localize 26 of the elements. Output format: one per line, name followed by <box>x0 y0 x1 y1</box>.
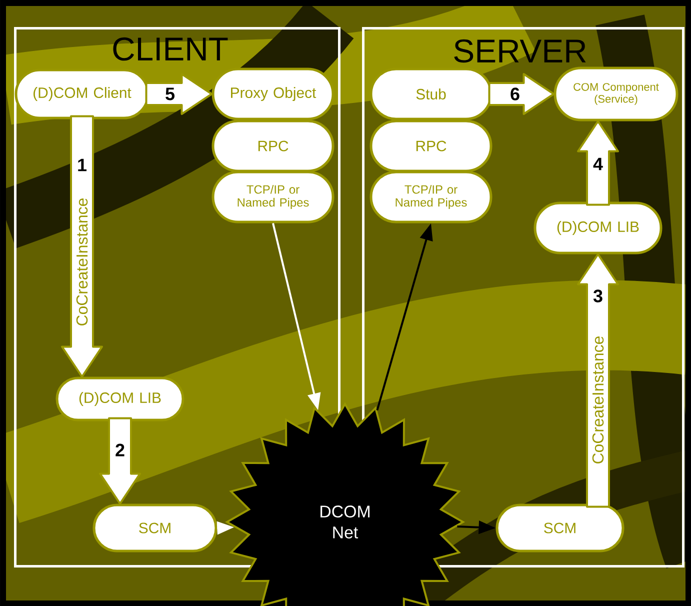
rounded-box: COM Component (Service) <box>554 66 678 122</box>
rounded-box: SCM <box>92 504 218 552</box>
rounded-box: TCP/IP or Named Pipes <box>370 170 492 224</box>
block-arrow <box>99 417 141 505</box>
rounded-box: RPC <box>370 120 492 172</box>
rounded-box: Proxy Object <box>212 68 334 120</box>
rounded-box: (D)COM Client <box>14 68 150 120</box>
edge-label: 2 <box>116 444 124 456</box>
edge-label: 4 <box>593 158 603 170</box>
rounded-box: RPC <box>212 120 334 172</box>
block-arrow <box>488 73 555 115</box>
rounded-box: (D)COM LIB <box>56 376 184 422</box>
block-arrow <box>577 120 619 206</box>
rounded-box: SCM <box>496 504 624 552</box>
edge-label: 6 <box>510 88 520 100</box>
edge-label: 3 <box>593 290 602 302</box>
block-arrow <box>145 73 213 115</box>
rounded-box: Stub <box>370 68 492 120</box>
edge-label: 1 <box>78 158 86 172</box>
edge-label: 5 <box>166 88 174 100</box>
rounded-box: (D)COM LIB <box>534 202 662 254</box>
shaft-label: CoCreateInstance <box>591 334 605 466</box>
panel-title: SERVER <box>454 39 586 63</box>
panel-title: CLIENT <box>113 37 228 61</box>
shaft-label: CoCreateInstance <box>75 196 89 328</box>
rounded-box: TCP/IP or Named Pipes <box>212 170 334 224</box>
